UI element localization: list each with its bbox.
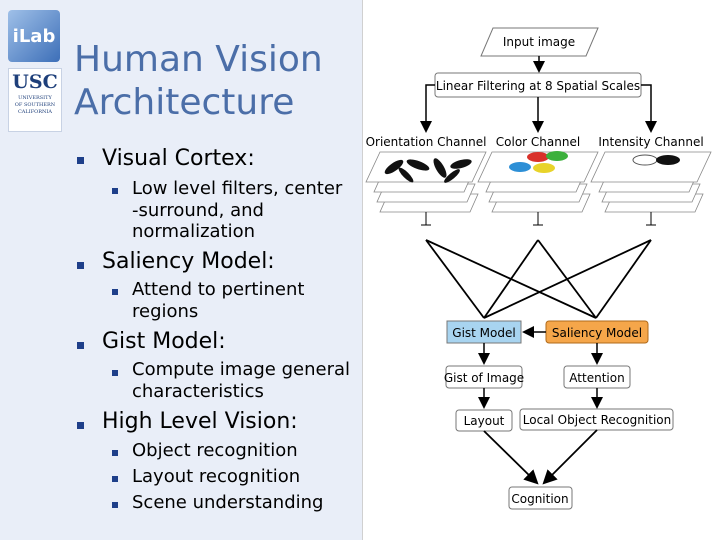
sub-bullet-text: Low level filters, center xyxy=(132,178,343,199)
attention-box: Attention xyxy=(563,365,631,389)
color-channel-maps xyxy=(477,151,599,226)
attention-label: Attention xyxy=(569,371,624,385)
linear-filtering-box: Linear Filtering at 8 Spatial Scales xyxy=(434,72,642,98)
sub-bullet-marker xyxy=(112,289,118,295)
title-line: Architecture xyxy=(74,82,295,123)
bullet-saliency-model: Saliency Model: xyxy=(102,249,275,274)
layout-box: Layout xyxy=(455,409,513,432)
bullet-marker xyxy=(77,422,84,429)
local-object-recognition-label: Local Object Recognition xyxy=(523,413,671,427)
usc-logo: USC UNIVERSITY OF SOUTHERN CALIFORNIA xyxy=(8,68,62,132)
local-object-recognition-box: Local Object Recognition xyxy=(519,408,674,431)
gist-of-image-box: Gist of Image xyxy=(444,365,524,389)
sub-bullet-text: Attend to pertinent xyxy=(132,279,305,300)
gist-model-label: Gist Model xyxy=(452,326,515,340)
cognition-box: Cognition xyxy=(508,486,573,510)
slide-title: Human Vision Architecture xyxy=(74,38,323,124)
color-blob-red xyxy=(527,152,549,162)
input-image-label: Input image xyxy=(503,35,575,49)
saliency-model-label: Saliency Model xyxy=(552,326,642,340)
bullet-visual-cortex: Visual Cortex: xyxy=(102,146,255,171)
color-blob-yellow xyxy=(533,163,555,173)
orientation-channel-maps xyxy=(365,151,487,226)
sub-bullet-marker xyxy=(112,188,118,194)
sub-bullet-marker xyxy=(112,476,118,482)
bullet-gist-model: Gist Model: xyxy=(102,329,226,354)
gist-model-box: Gist Model xyxy=(446,320,522,344)
ilab-logo: iLab xyxy=(8,10,60,62)
color-blob-blue xyxy=(509,162,531,172)
panel-divider xyxy=(362,0,363,540)
intensity-channel-label: Intensity Channel xyxy=(598,135,703,149)
sub-bullet-text: -surround, and xyxy=(132,200,264,221)
color-blob-green xyxy=(546,151,568,161)
sub-bullet-marker xyxy=(112,502,118,508)
bullet-marker xyxy=(77,157,84,164)
sub-bullet-text: Layout recognition xyxy=(132,466,301,487)
sub-bullet-text: Compute image general xyxy=(132,359,351,380)
orientation-channel-label: Orientation Channel xyxy=(366,135,487,149)
bullet-high-level-vision: High Level Vision: xyxy=(102,409,298,434)
sub-bullet-marker xyxy=(112,450,118,456)
intensity-channel-maps xyxy=(590,151,712,226)
sub-bullet-text: Scene understanding xyxy=(132,492,324,513)
sub-bullet-text: characteristics xyxy=(132,381,264,402)
title-line: Human Vision xyxy=(74,39,323,80)
sub-bullet-text: normalization xyxy=(132,221,256,242)
cognition-label: Cognition xyxy=(511,492,568,506)
saliency-model-box: Saliency Model xyxy=(545,320,649,344)
layout-label: Layout xyxy=(464,414,505,428)
sub-bullet-text: regions xyxy=(132,301,199,322)
sub-bullet-text: Object recognition xyxy=(132,440,298,461)
bullet-marker xyxy=(77,342,84,349)
bullet-marker xyxy=(77,262,84,269)
sub-bullet-marker xyxy=(112,370,118,376)
color-channel-label: Color Channel xyxy=(496,135,580,149)
input-image-box: Input image xyxy=(480,27,599,57)
linear-filtering-label: Linear Filtering at 8 Spatial Scales xyxy=(436,79,640,93)
gist-of-image-label: Gist of Image xyxy=(444,371,524,385)
